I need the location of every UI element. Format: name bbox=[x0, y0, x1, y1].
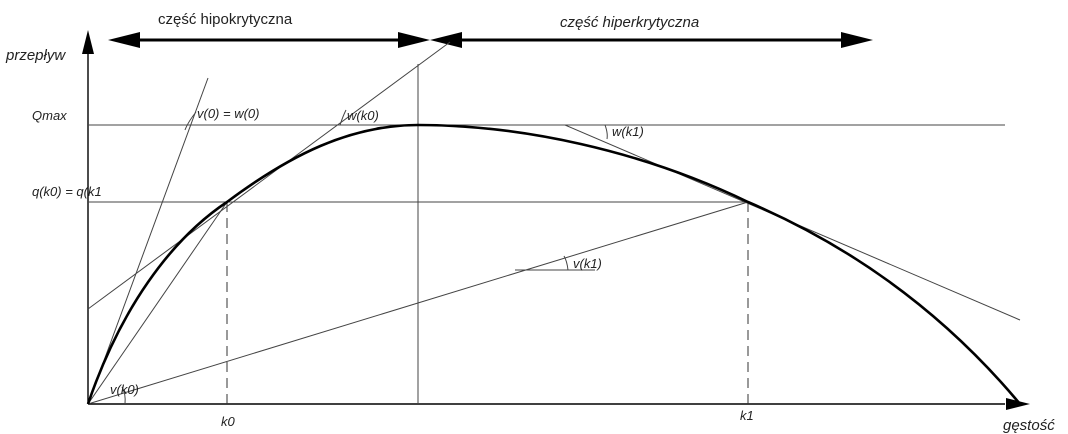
v-k1-angle-arc bbox=[563, 255, 569, 271]
v-k0-angle-arc bbox=[121, 386, 126, 405]
v-k0-label: v(k0) bbox=[110, 382, 139, 397]
flow-density-curve bbox=[86, 123, 1021, 405]
hypocritical-right-arrowhead bbox=[398, 32, 430, 48]
x-axis-label: gęstość bbox=[1003, 417, 1055, 434]
y-axis-arrowhead bbox=[82, 30, 94, 54]
k0-label: k0 bbox=[221, 414, 236, 429]
q-equal-label: q(k0) = q(k1 bbox=[32, 184, 102, 199]
x-axis-arrowhead bbox=[1006, 398, 1030, 410]
w-k0-angle-arc bbox=[339, 109, 347, 126]
k1-label: k1 bbox=[740, 408, 754, 423]
y-axis-label: przepływ bbox=[5, 47, 66, 64]
w-k0-label: w(k0) bbox=[347, 108, 379, 123]
v-k1-secant-line bbox=[87, 201, 749, 405]
w-k1-angle-arc bbox=[604, 124, 608, 140]
w-k0-tangent-line bbox=[87, 41, 451, 310]
v0-tangent-line bbox=[87, 77, 209, 405]
axes: przepływ gęstość bbox=[5, 30, 1055, 434]
v0-angle-arc bbox=[184, 111, 197, 131]
qmax-label: Qmax bbox=[32, 108, 67, 123]
hypercritical-right-arrowhead bbox=[841, 32, 873, 48]
region-band: część hipokrytyczna część hiperkrytyczna bbox=[108, 11, 873, 48]
hypercritical-label: część hiperkrytyczna bbox=[560, 14, 699, 31]
hypocritical-left-arrowhead bbox=[108, 32, 140, 48]
v-k0-secant-line bbox=[87, 201, 228, 405]
v-k1-label: v(k1) bbox=[573, 256, 602, 271]
v0-w0-label: v(0) = w(0) bbox=[197, 106, 259, 121]
hypocritical-label: część hipokrytyczna bbox=[158, 11, 293, 28]
hypercritical-left-arrowhead bbox=[430, 32, 462, 48]
w-k1-label: w(k1) bbox=[612, 124, 644, 139]
